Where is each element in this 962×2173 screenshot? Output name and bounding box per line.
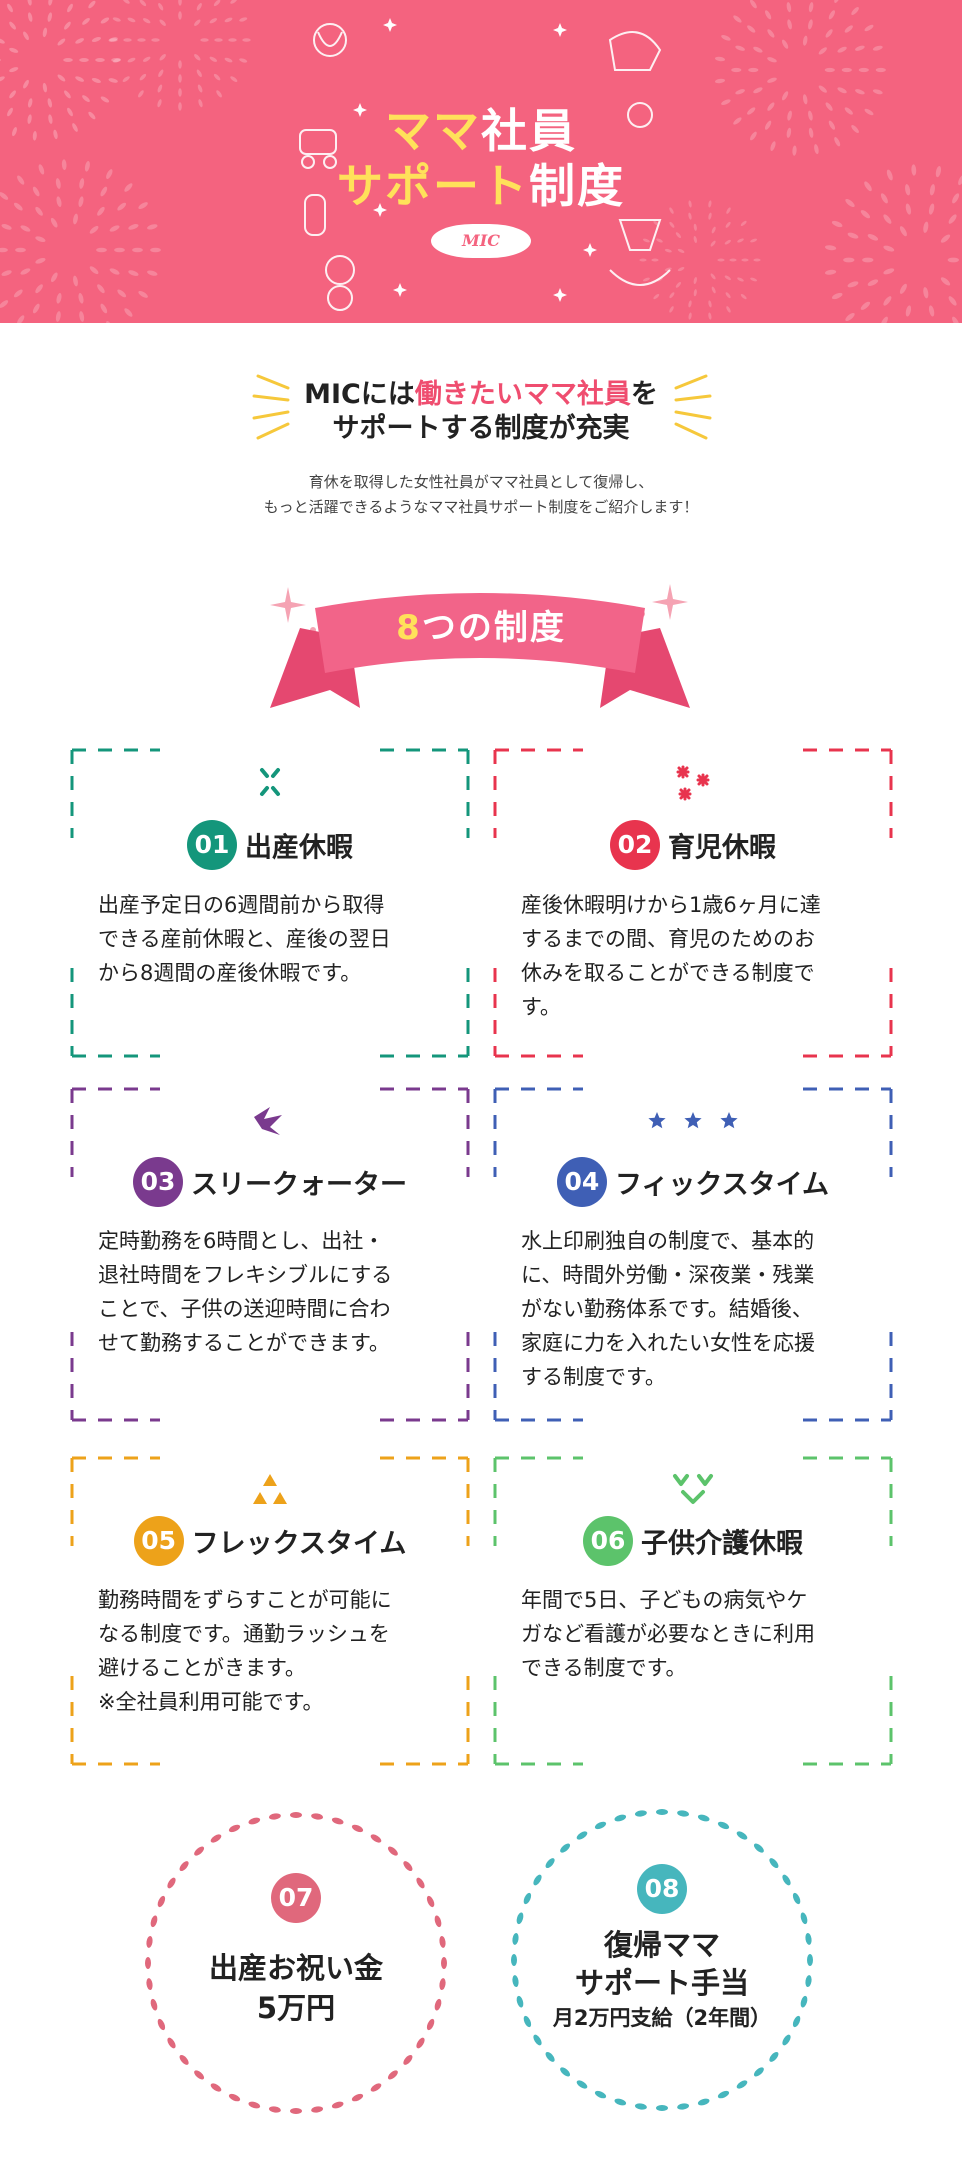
intro-heading-line1: MICには働きたいママ社員を [304, 379, 658, 410]
card-description-line: に、時間外労働・深夜業・残業 [521, 1263, 815, 1287]
card-description-line: がない勤務体系です。結婚後、 [521, 1297, 813, 1321]
circle-number-08: 08 [637, 1864, 687, 1914]
card-description-line: から8週間の産後休暇です。 [98, 961, 362, 985]
circle-number-07: 07 [271, 1873, 321, 1923]
card-description-line: するまでの間、育児のためのお [521, 927, 815, 951]
intro-text-line1: 育休を取得した女性社員がママ社員として復帰し、 [308, 473, 654, 491]
card-number-badge: 02 [610, 820, 660, 870]
card-description-line: せて勤務することができます。 [98, 1331, 390, 1355]
card-description-line: ことで、子供の送迎時間に合わ [98, 1297, 391, 1321]
card-description-line: 避けることがきます。 [98, 1656, 306, 1680]
card-title: 育児休暇 [668, 832, 776, 864]
circle-amount-08: 月2万円支給（2年間） [552, 2006, 772, 2030]
card-title: 出産休暇 [245, 832, 353, 864]
sparkle-lines-icon [260, 768, 280, 796]
three-stars-icon [648, 1112, 738, 1129]
card-description-line: 退社時間をフレキシブルにする [98, 1263, 393, 1287]
card-description-line: 産後休暇明けから1歳6ヶ月に達 [521, 893, 821, 917]
card-title: フレックスタイム [191, 1528, 407, 1560]
mic-badge: MIC [431, 224, 531, 258]
card-description-line: できる産前休暇と、産後の翌日 [98, 927, 391, 951]
card-title: スリークォーター [191, 1169, 407, 1201]
triangles-icon [253, 1474, 287, 1504]
hero-decoration [0, 0, 962, 323]
card-description: 産後休暇明けから1歳6ヶ月に達するまでの間、育児のためのお休みを取ることができる… [521, 888, 866, 1024]
ribbon-title: 8つの制度 [396, 608, 566, 648]
card-number-badge: 05 [133, 1516, 184, 1566]
right-rays-icon [674, 374, 712, 440]
card-number-badge: 04 [556, 1157, 607, 1207]
card-number-badge: 01 [187, 820, 237, 870]
card-description-line: 勤務時間をずらすことが可能に [98, 1588, 392, 1612]
hero-title-line1: ママ社員 [385, 104, 577, 158]
card-description-line: できる制度です。 [521, 1656, 687, 1680]
asterisk-cluster-icon [676, 765, 710, 801]
circle-label-08: 復帰ママ [603, 1928, 720, 1962]
circle-border-08 [511, 1809, 813, 2111]
card-description-line: 定時勤務を6時間とし、出社・ [98, 1229, 385, 1253]
card-description-line: 年間で5日、子どもの病気やケ [521, 1588, 808, 1612]
card-description: 勤務時間をずらすことが可能になる制度です。通勤ラッシュを避けることがきます。 ※全… [98, 1583, 443, 1719]
hero-banner: ママ社員 サポート制度 MIC [0, 0, 962, 323]
card-description: 定時勤務を6時間とし、出社・退社時間をフレキシブルにすることで、子供の送迎時間に… [98, 1224, 443, 1360]
card-description-line: 出産予定日の6週間前から取得 [98, 893, 385, 917]
card-description-line: ガなど看護が必要なときに利用 [521, 1622, 815, 1646]
card-title: フィックスタイム [614, 1169, 830, 1201]
circle-amount-07: 5万円 [256, 1991, 336, 2025]
squiggle-icon [254, 1107, 282, 1135]
chevrons-icon [673, 1474, 713, 1504]
card-description-line: 休みを取ることができる制度で [521, 961, 815, 985]
circle-label-07: 出産お祝い金 [208, 1951, 383, 1985]
circle-label-08b: サポート手当 [574, 1966, 749, 2000]
left-rays-icon [252, 374, 290, 440]
card-description-line: なる制度です。通勤ラッシュを [98, 1622, 390, 1646]
card-number-badge: 03 [133, 1157, 183, 1207]
circle-border-07 [145, 1812, 447, 2114]
benefit-circle-08: 08 復帰ママ サポート手当 月2万円支給（2年間） [502, 1800, 822, 2120]
benefit-circle-07: 07 出産お祝い金 5万円 [136, 1803, 456, 2123]
ribbon-banner [270, 593, 690, 708]
card-title: 子供介護休暇 [641, 1528, 803, 1560]
card-description-line: する制度です。 [521, 1365, 666, 1389]
card-description-line: す。 [521, 995, 561, 1019]
card-description: 年間で5日、子どもの病気やケガなど看護が必要なときに利用できる制度です。 [521, 1583, 866, 1685]
card-description: 出産予定日の6週間前から取得できる産前休暇と、産後の翌日から8週間の産後休暇です… [98, 888, 443, 990]
intro-heading-line2: サポートする制度が充実 [332, 413, 630, 444]
card-description-line: 家庭に力を入れたい女性を応援 [521, 1331, 815, 1355]
card-description: 水上印刷独自の制度で、基本的に、時間外労働・深夜業・残業がない勤務体系です。結婚… [521, 1224, 866, 1394]
card-number-badge: 06 [583, 1516, 633, 1566]
card-description-line: 水上印刷独自の制度で、基本的 [521, 1229, 815, 1253]
hero-title-line2: サポート制度 [337, 159, 625, 213]
card-description-line: ※全社員利用可能です。 [98, 1690, 324, 1714]
intro-text-line2: もっと活躍できるようなママ社員サポート制度をご紹介します！ [263, 498, 699, 516]
